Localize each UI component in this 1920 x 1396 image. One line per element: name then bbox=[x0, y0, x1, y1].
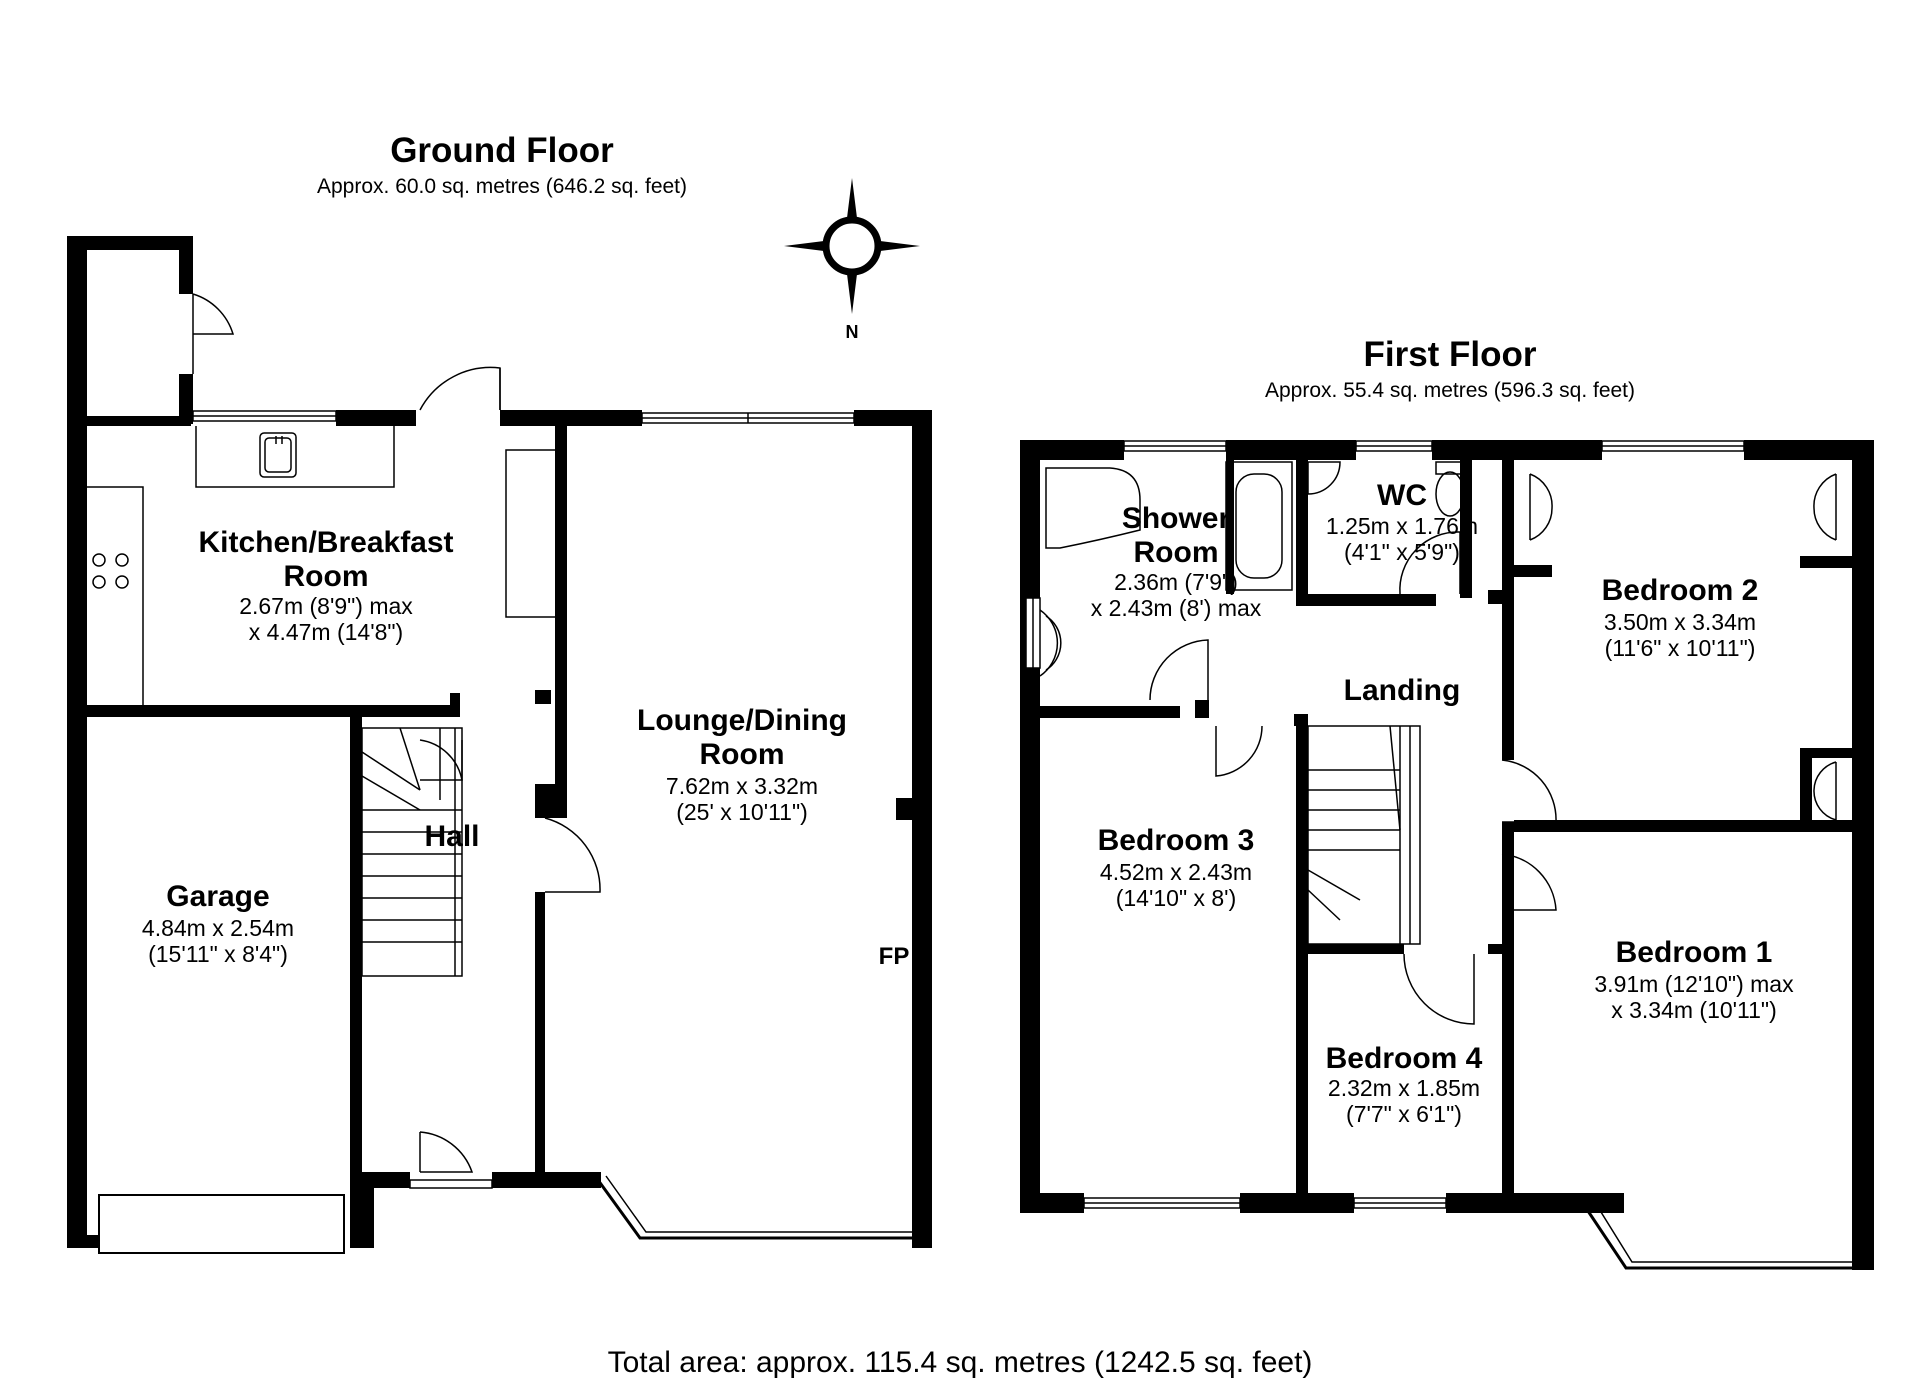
toilet-icon bbox=[1435, 471, 1465, 517]
ground-floor-doors bbox=[192, 293, 601, 1189]
first-floor-windows bbox=[1025, 440, 1745, 1209]
shower-dim: 2.36m (7'9") bbox=[1114, 569, 1238, 595]
garage-door bbox=[98, 1194, 345, 1254]
ground-floor-walls bbox=[67, 236, 932, 1248]
ground-floor-title: Ground Floor bbox=[390, 131, 614, 170]
kitchen-dim-2: x 4.47m (14'8") bbox=[249, 619, 403, 645]
fireplace-label: FP bbox=[879, 943, 910, 970]
first-floor-walls bbox=[1020, 440, 1874, 1270]
bedroom3-dim-2: (14'10" x 8') bbox=[1116, 885, 1237, 911]
kitchen-dim: 2.67m (8'9") max bbox=[239, 593, 413, 619]
bedroom2-dim-2: (11'6" x 10'11") bbox=[1605, 635, 1756, 661]
garage-name: Garage bbox=[166, 880, 269, 913]
lounge-name: Lounge/Dining bbox=[637, 704, 847, 737]
compass-icon bbox=[784, 178, 920, 314]
first-floor-bay-window bbox=[1584, 1203, 1852, 1270]
bedroom2-dim: 3.50m x 3.34m bbox=[1604, 609, 1756, 635]
bedroom1-name: Bedroom 1 bbox=[1616, 936, 1773, 969]
lounge-dim-2: (25' x 10'11") bbox=[676, 799, 808, 825]
ground-floor-area: Approx. 60.0 sq. metres (646.2 sq. feet) bbox=[317, 175, 687, 198]
first-floor-staircase bbox=[1307, 725, 1421, 945]
wc-name: WC bbox=[1377, 479, 1427, 512]
bedroom1-dim: 3.91m (12'10") max bbox=[1594, 971, 1794, 997]
hob-icon bbox=[92, 553, 129, 589]
ground-floor-staircase bbox=[361, 727, 463, 977]
garage-dim: 4.84m x 2.54m bbox=[142, 915, 294, 941]
bedroom4-dim-2: (7'7" x 6'1") bbox=[1346, 1101, 1462, 1127]
lounge-bay-window bbox=[596, 1175, 912, 1240]
bedroom1-dim-2: x 3.34m (10'11") bbox=[1611, 997, 1777, 1023]
lounge-name-2: Room bbox=[700, 738, 785, 771]
first-floor-area: Approx. 55.4 sq. metres (596.3 sq. feet) bbox=[1265, 379, 1635, 402]
ground-floor-plan bbox=[67, 236, 932, 1254]
kitchen-sink-icon bbox=[259, 432, 297, 478]
kitchen-units bbox=[87, 426, 395, 705]
kitchen-name: Kitchen/Breakfast bbox=[198, 526, 453, 559]
bedroom4-dim: 2.32m x 1.85m bbox=[1328, 1075, 1480, 1101]
wardrobes bbox=[1529, 473, 1837, 821]
wc-dim-2: (4'1" x 5'9") bbox=[1344, 539, 1460, 565]
wc-dim: 1.25m x 1.76m bbox=[1326, 513, 1478, 539]
wc-basin-icon bbox=[1307, 461, 1341, 495]
hall-name: Hall bbox=[424, 820, 479, 853]
ground-floor-windows bbox=[192, 410, 855, 424]
bedroom3-name: Bedroom 3 bbox=[1098, 824, 1255, 857]
garage-dim-2: (15'11" x 8'4") bbox=[148, 941, 288, 967]
first-floor-doors bbox=[1149, 531, 1557, 1025]
landing-name: Landing bbox=[1344, 674, 1461, 707]
total-area: Total area: approx. 115.4 sq. metres (12… bbox=[608, 1346, 1313, 1379]
bath-icon bbox=[1225, 461, 1293, 591]
bedroom3-dim: 4.52m x 2.43m bbox=[1100, 859, 1252, 885]
labels: N Ground Floor Approx. 60.0 sq. metres (… bbox=[142, 131, 1794, 1379]
kitchen-name-2: Room bbox=[284, 560, 369, 593]
bedroom2-name: Bedroom 2 bbox=[1602, 574, 1759, 607]
lounge-dim: 7.62m x 3.32m bbox=[666, 773, 818, 799]
basin-icon bbox=[1039, 609, 1059, 677]
shower-name: Shower bbox=[1122, 502, 1231, 535]
hall-cupboard bbox=[505, 449, 557, 618]
bathroom-fittings bbox=[1039, 461, 1465, 677]
first-floor-plan bbox=[1020, 440, 1874, 1270]
north-label: N bbox=[846, 322, 859, 342]
shower-tray-icon bbox=[1045, 467, 1141, 549]
first-floor-title: First Floor bbox=[1363, 335, 1536, 374]
bedroom4-name: Bedroom 4 bbox=[1326, 1042, 1483, 1075]
shower-dim-2: x 2.43m (8') max bbox=[1091, 595, 1262, 621]
shower-name-2: Room bbox=[1134, 536, 1219, 569]
